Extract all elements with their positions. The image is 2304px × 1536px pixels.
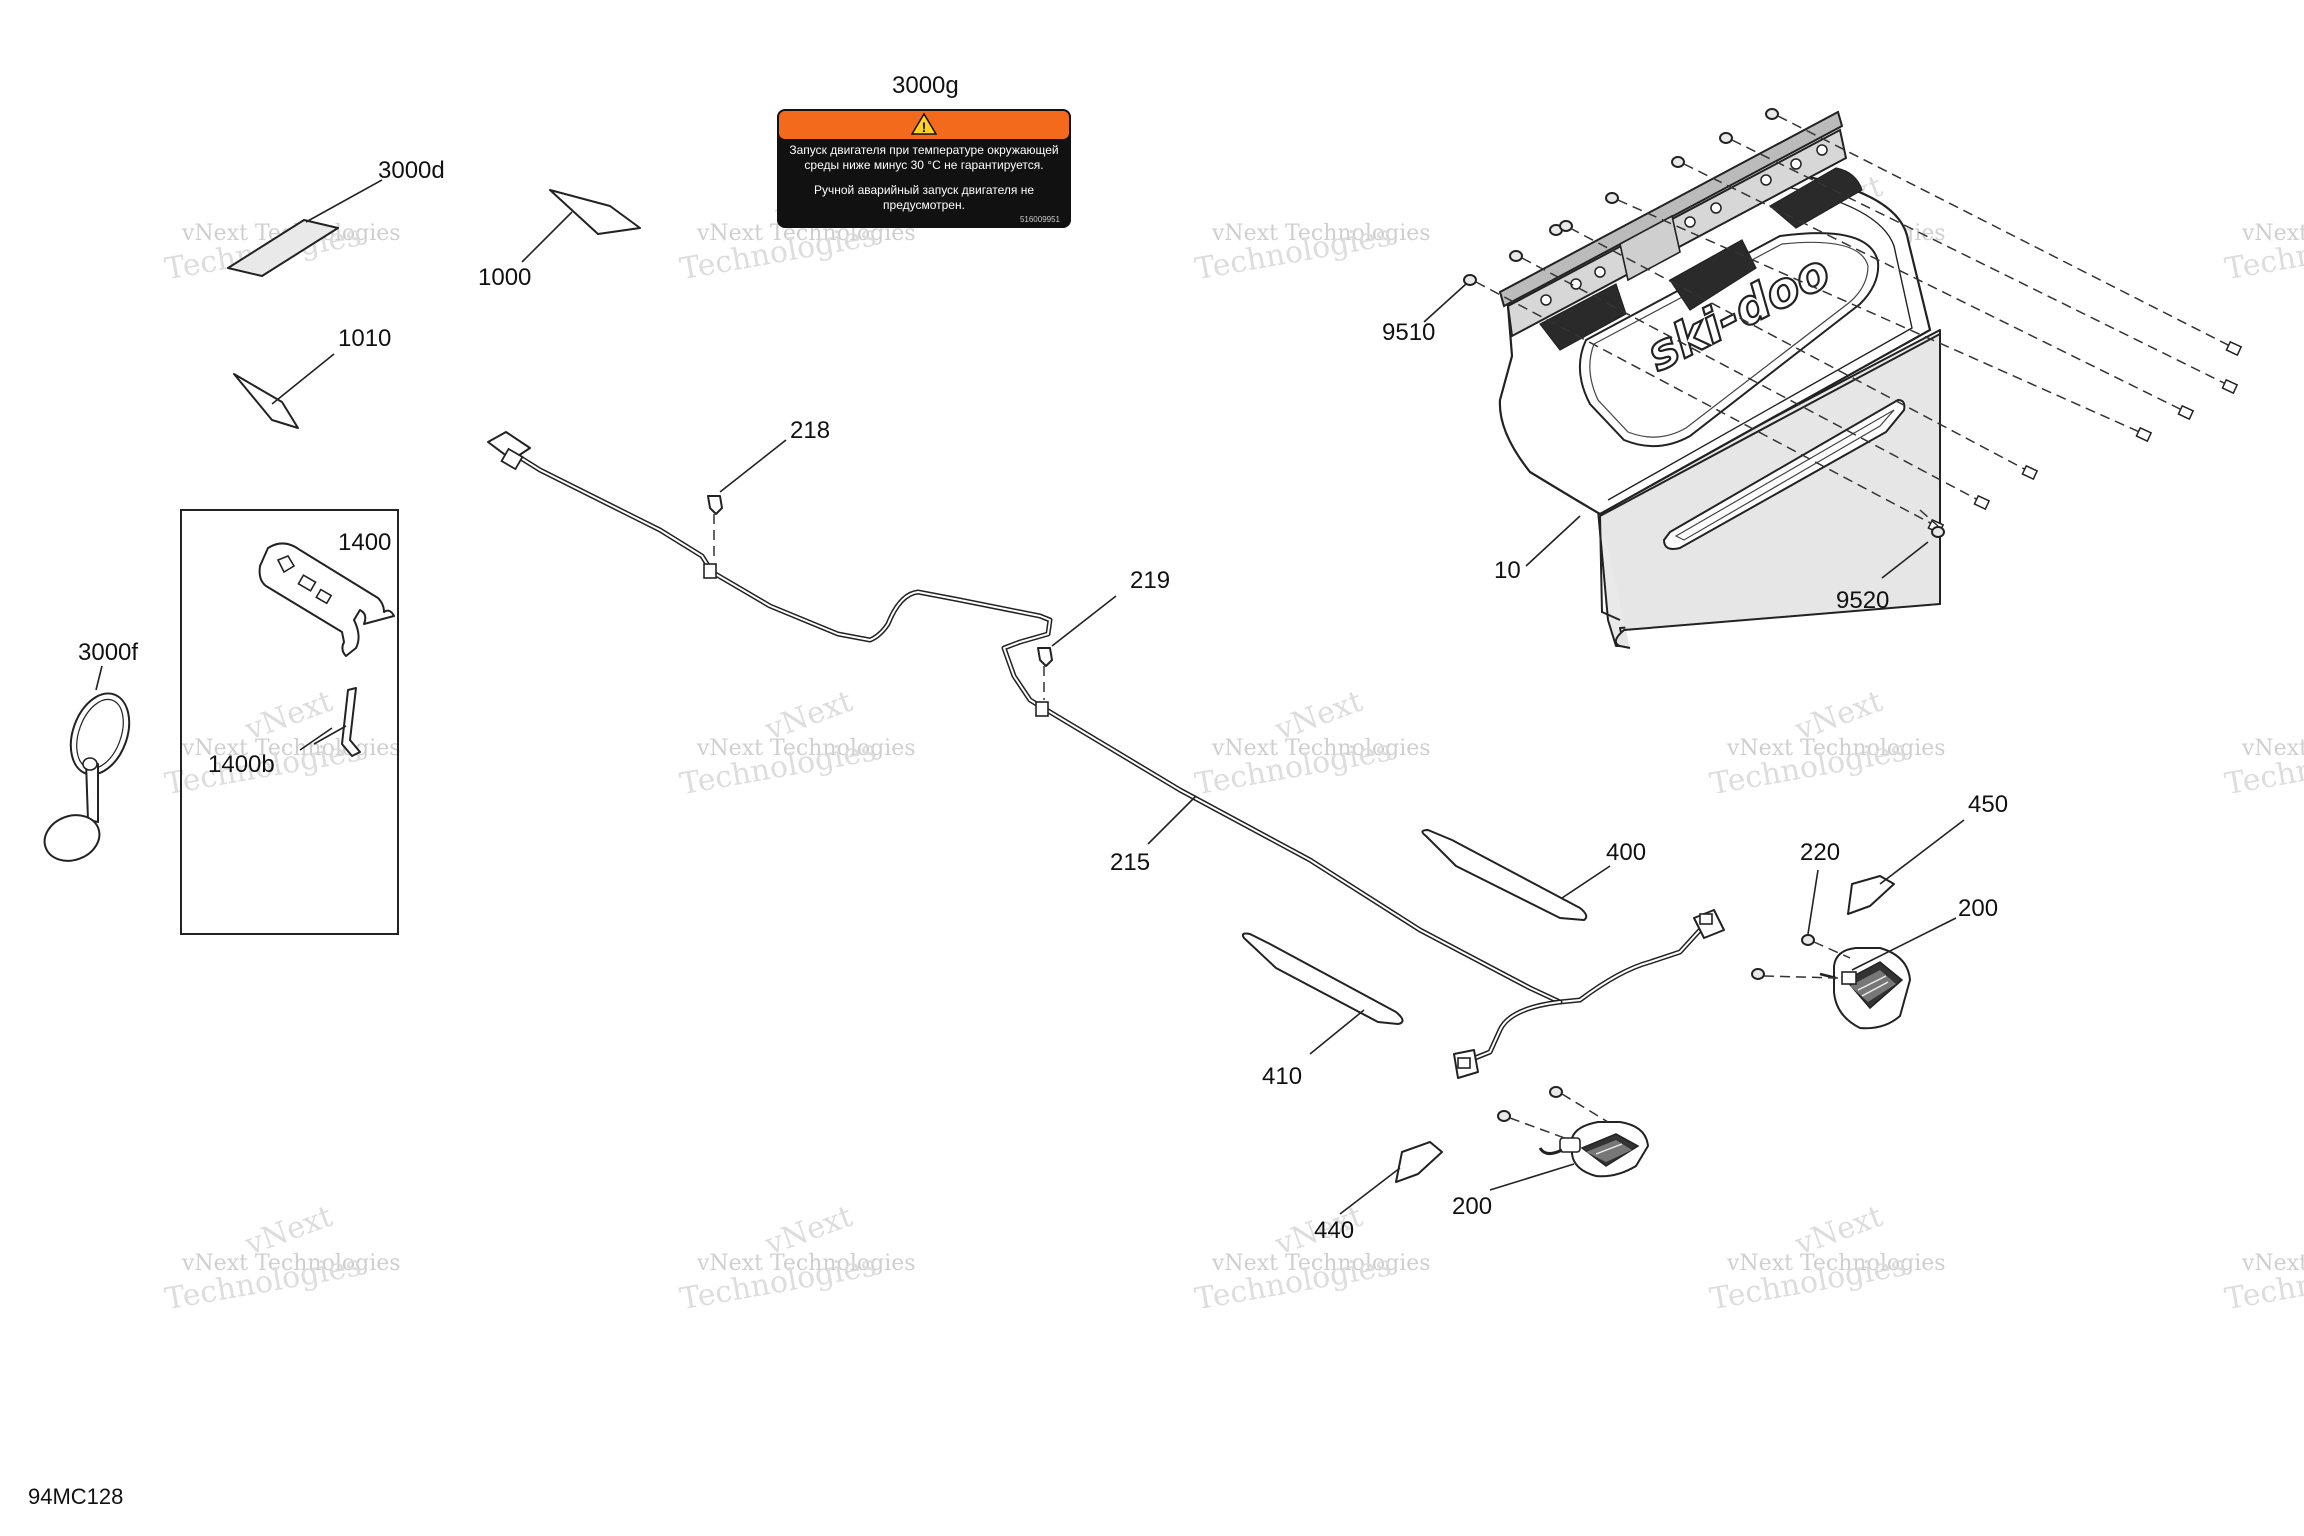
diagram-code: 94MC128 bbox=[28, 1484, 124, 1509]
leader-200-lower bbox=[1489, 1163, 1575, 1191]
callout-10[interactable]: 10 bbox=[1494, 557, 1521, 584]
watermark-text: vNext Technologies bbox=[1726, 1251, 1946, 1276]
callout-219[interactable]: 219 bbox=[1130, 567, 1170, 594]
callout-220[interactable]: 220 bbox=[1800, 839, 1840, 866]
clip-219[interactable] bbox=[1037, 595, 1117, 700]
reflector-400[interactable] bbox=[1421, 829, 1611, 921]
leader-200-upper bbox=[1851, 917, 1957, 971]
watermark-text: vNext Technologies bbox=[181, 1251, 401, 1276]
watermark-text: vNext Technologies bbox=[1211, 736, 1431, 761]
rear-flap-10[interactable]: ski-doo bbox=[1498, 110, 1941, 649]
manual-start-line1: Ручной аварийный запуск двигателя не bbox=[814, 183, 1034, 197]
callout-218[interactable]: 218 bbox=[790, 417, 830, 444]
callout-3000g[interactable]: 3000g bbox=[892, 72, 959, 99]
warning-decal-line1: Запуск двигателя при температуре окружаю… bbox=[789, 143, 1058, 157]
watermark-text: vNext Technologies bbox=[1726, 736, 1946, 761]
clip-218[interactable] bbox=[707, 439, 787, 562]
svg-text:!: ! bbox=[922, 119, 927, 135]
callout-9520[interactable]: 9520 bbox=[1836, 587, 1889, 614]
hex-key-1400b[interactable] bbox=[299, 687, 361, 757]
wrench-1400[interactable] bbox=[258, 542, 395, 657]
callout-1010[interactable]: 1010 bbox=[338, 325, 391, 352]
warning-triangle-icon: ! bbox=[910, 112, 938, 135]
grip-pad bbox=[1768, 167, 1863, 229]
callout-3000d[interactable]: 3000d bbox=[378, 157, 445, 184]
callout-200-upper[interactable]: 200 bbox=[1958, 895, 1998, 922]
tool-kit-box bbox=[180, 509, 399, 935]
wrench-hole bbox=[315, 588, 333, 605]
watermark-text: vNext Technologies bbox=[2241, 736, 2304, 761]
callout-1400[interactable]: 1400 bbox=[338, 529, 391, 556]
manual-start-line2: предусмотрен. bbox=[883, 198, 965, 212]
callout-1000[interactable]: 1000 bbox=[478, 264, 531, 291]
wrench-hole bbox=[297, 574, 317, 592]
callout-440[interactable]: 440 bbox=[1314, 1217, 1354, 1244]
harness-clip bbox=[1035, 701, 1049, 717]
watermark-text: vNext Technologies bbox=[696, 1251, 916, 1276]
nut-220[interactable] bbox=[1807, 869, 1819, 935]
screws-9520[interactable] bbox=[1475, 115, 2243, 579]
watermark-text: vNext Technologies bbox=[696, 736, 916, 761]
callout-200-lower[interactable]: 200 bbox=[1452, 1193, 1492, 1220]
callout-9510[interactable]: 9510 bbox=[1382, 319, 1435, 346]
callout-400[interactable]: 400 bbox=[1606, 839, 1646, 866]
lamp-200-upper[interactable] bbox=[1819, 947, 1911, 1030]
connector-left bbox=[487, 431, 531, 471]
reflector-410[interactable] bbox=[1241, 932, 1404, 1055]
lamp-200-lower[interactable] bbox=[1538, 1121, 1649, 1178]
watermark-text: vNext Technologies bbox=[2241, 221, 2304, 246]
reflector-450[interactable] bbox=[1847, 819, 1965, 915]
watermark-text: vNext Technologies bbox=[181, 736, 401, 761]
watermark-text: vNext Technologies bbox=[1211, 1251, 1431, 1276]
callout-450[interactable]: 450 bbox=[1968, 791, 2008, 818]
callout-1400b[interactable]: 1400b bbox=[208, 751, 275, 778]
sticker-1000[interactable] bbox=[521, 189, 641, 263]
watermark-text: vNext Technologies bbox=[1211, 221, 1431, 246]
connector-lower bbox=[1453, 1049, 1479, 1079]
screws-9510[interactable] bbox=[1423, 108, 1779, 323]
reflector-440[interactable] bbox=[1339, 1141, 1443, 1215]
wiring-harness-215[interactable] bbox=[487, 431, 1725, 1079]
decal-part-code: 516009951 bbox=[1020, 215, 1061, 224]
warning-decal-3000g[interactable]: ! Запуск двигателя при температуре окруж… bbox=[777, 109, 1071, 228]
decal-3000d[interactable] bbox=[227, 179, 383, 277]
sticker-1010[interactable] bbox=[233, 353, 335, 429]
harness-clip bbox=[703, 563, 717, 579]
callout-3000f[interactable]: 3000f bbox=[78, 639, 138, 666]
mirror-3000f[interactable] bbox=[38, 665, 140, 868]
connector-right bbox=[1693, 909, 1725, 939]
warning-decal-line2: среды ниже минус 30 °С не гарантируется. bbox=[804, 158, 1043, 172]
lamp-mount-hardware bbox=[1497, 934, 1851, 1141]
callout-215[interactable]: 215 bbox=[1110, 849, 1150, 876]
watermark-text: vNext Technologies bbox=[2241, 1251, 2304, 1276]
callout-410[interactable]: 410 bbox=[1262, 1063, 1302, 1090]
wrench-hole bbox=[276, 555, 296, 574]
